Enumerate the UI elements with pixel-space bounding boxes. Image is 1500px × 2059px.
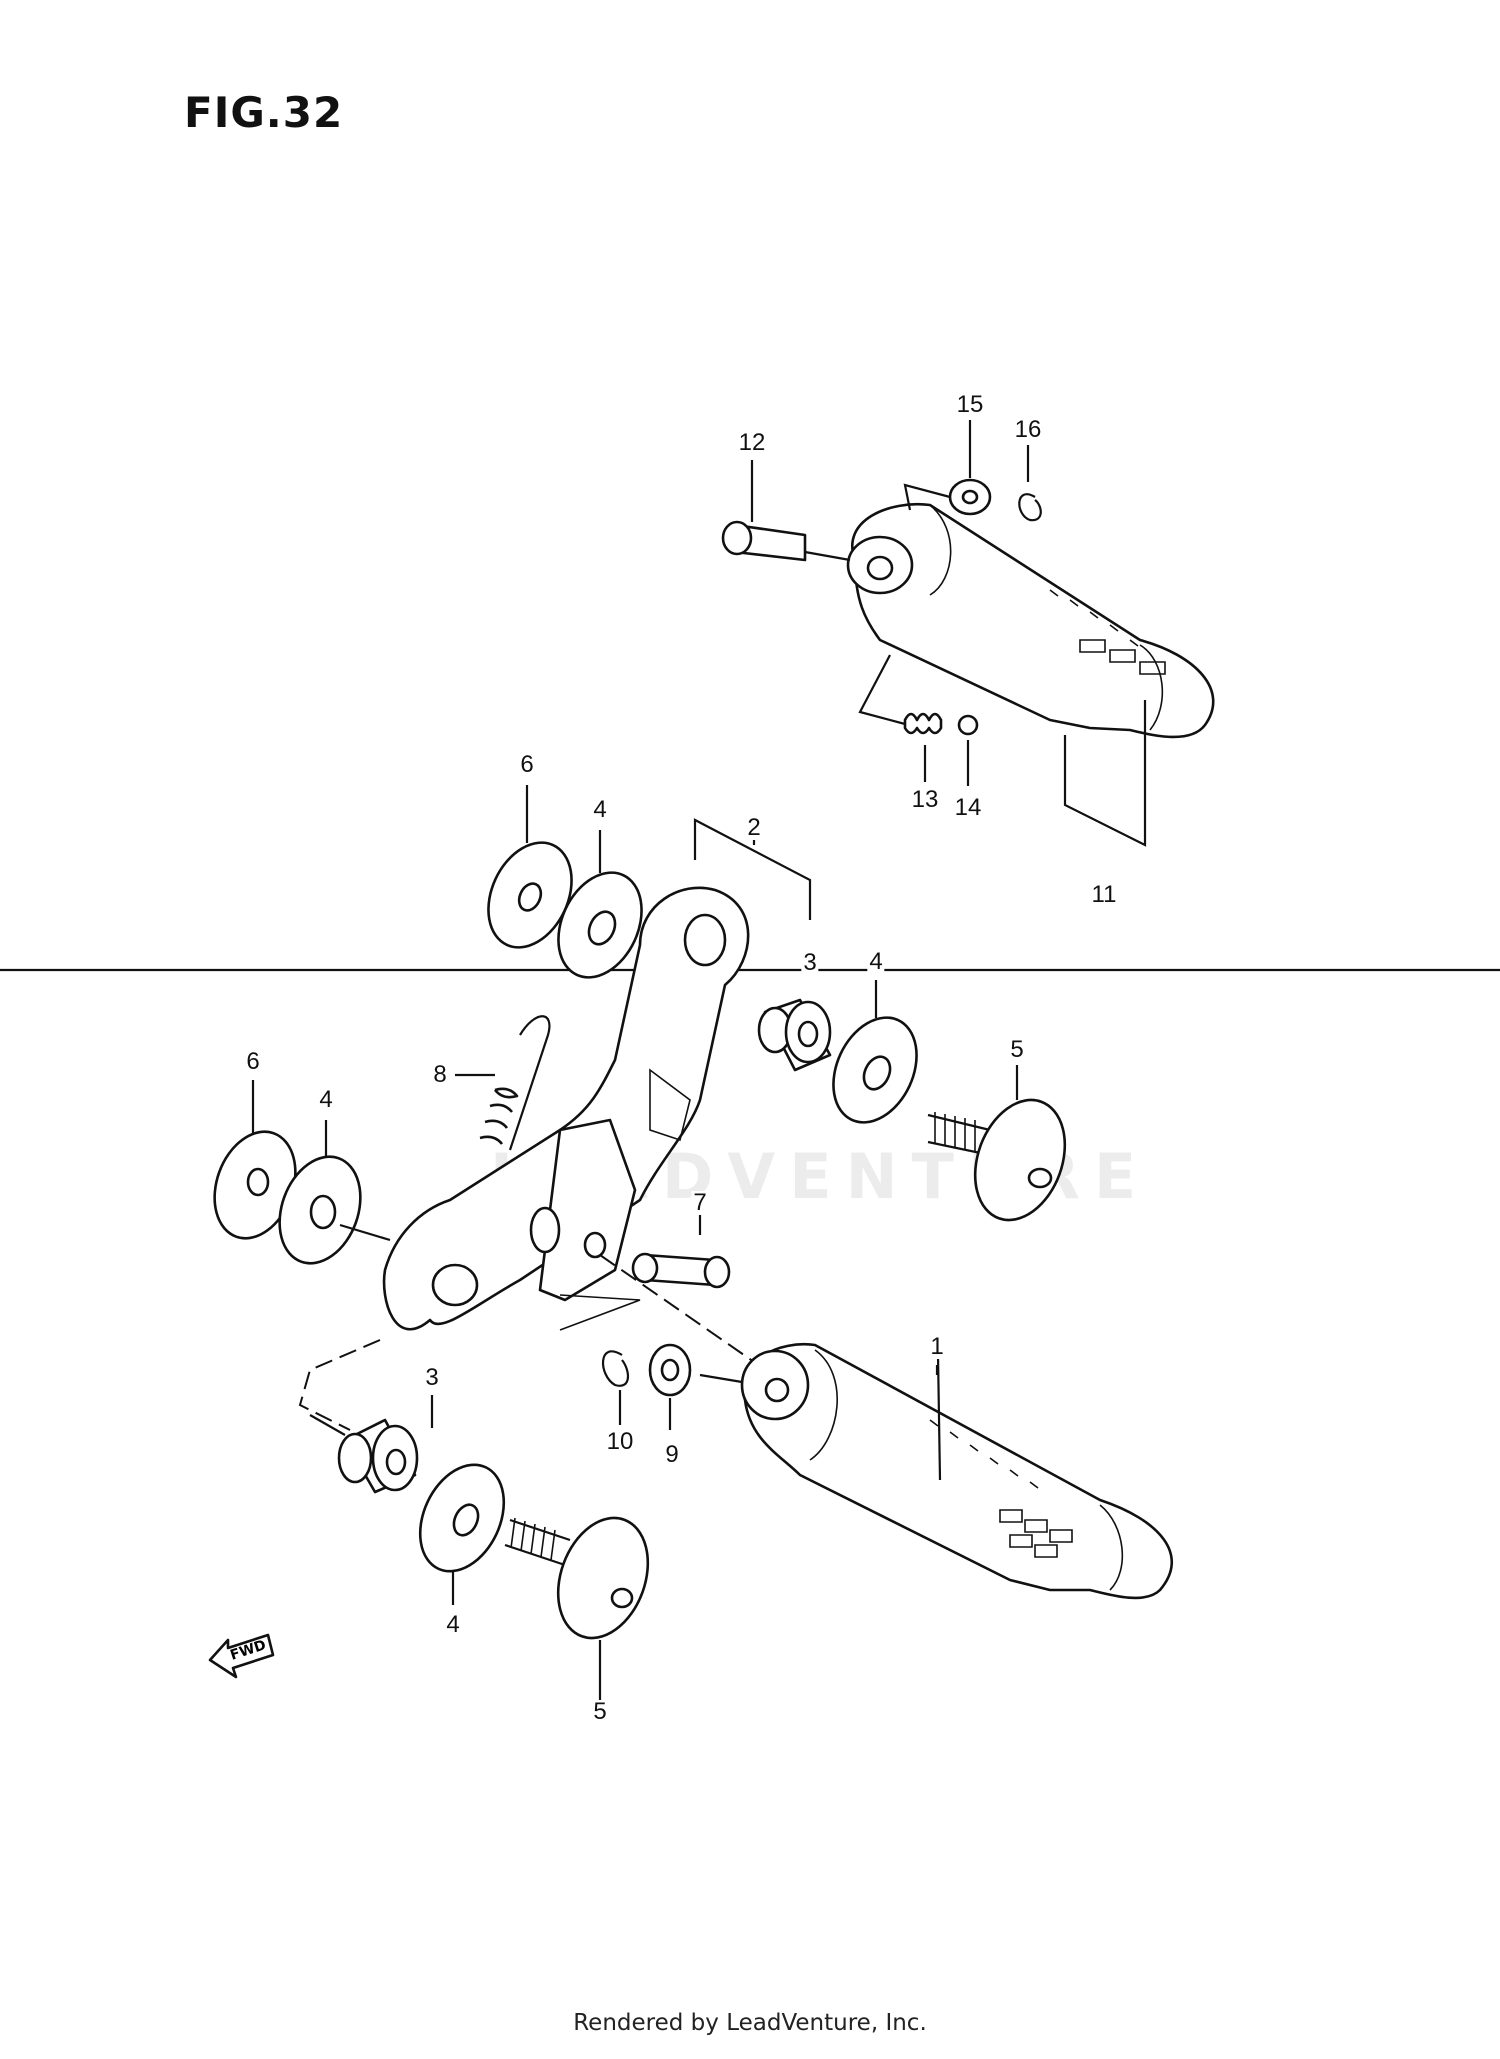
callout-11: 11 xyxy=(1089,881,1119,908)
callout-bracket-2 xyxy=(693,818,812,920)
callout-1: 1 xyxy=(928,1333,946,1360)
callout-4-left: 4 xyxy=(317,1086,335,1113)
bushing-3-bottom xyxy=(337,1418,419,1494)
footpeg-lower-grip-marks xyxy=(929,1419,1073,1558)
assembly-dash-left xyxy=(298,1339,381,1431)
washer-4-top xyxy=(557,871,643,979)
callout-6-left: 6 xyxy=(244,1048,262,1075)
assembly-dash-line xyxy=(599,1254,781,1381)
callout-bracket-11 xyxy=(1063,700,1147,847)
lower-footpeg-assembly xyxy=(213,818,1173,1640)
callout-6-top: 6 xyxy=(518,751,536,778)
footpeg-upper-grip-marks xyxy=(1049,589,1166,675)
washer-4-left xyxy=(278,1155,391,1265)
callout-3-bottom: 3 xyxy=(423,1364,441,1391)
footer-credit: Rendered by LeadVenture, Inc. xyxy=(573,2010,927,2036)
clip-16 xyxy=(1018,493,1042,522)
callout-13: 13 xyxy=(909,786,941,813)
callout-5-bottom: 5 xyxy=(591,1698,609,1725)
callout-4-top: 4 xyxy=(591,796,609,823)
footpeg-bracket-2 xyxy=(382,886,750,1331)
washer-4-bottom xyxy=(418,1463,506,1573)
callout-8: 8 xyxy=(431,1061,449,1088)
upper-footpeg-assembly xyxy=(721,478,1215,847)
washer-15 xyxy=(903,478,992,516)
callout-5-right: 5 xyxy=(1008,1036,1026,1063)
washer-6-left xyxy=(213,1130,297,1240)
callout-3-top: 3 xyxy=(801,949,819,976)
fwd-arrow: FWD xyxy=(208,1633,275,1679)
footpeg-lower xyxy=(742,1342,1173,1600)
clip-10 xyxy=(602,1350,629,1387)
ball-14 xyxy=(957,714,979,736)
callout-4-right: 4 xyxy=(867,948,885,975)
callout-10: 10 xyxy=(604,1428,636,1455)
washer-9 xyxy=(648,1343,692,1397)
bolt-5-right xyxy=(927,1098,1067,1222)
callout-12: 12 xyxy=(736,429,768,456)
spring-8 xyxy=(455,1015,551,1151)
callout-leaders xyxy=(251,420,1030,1700)
footpeg-upper xyxy=(851,502,1215,739)
detent-spring-13 xyxy=(858,654,943,735)
callout-2: 2 xyxy=(745,814,763,841)
callout-14: 14 xyxy=(952,794,984,821)
bolt-5-bottom xyxy=(504,1516,650,1640)
washer-4-right xyxy=(832,1016,918,1124)
callout-4-bottom: 4 xyxy=(444,1611,462,1638)
pin-12 xyxy=(721,520,851,562)
callout-16: 16 xyxy=(1012,416,1044,443)
callout-7: 7 xyxy=(691,1189,709,1216)
callout-15: 15 xyxy=(954,391,986,418)
bushing-3-top xyxy=(757,998,832,1072)
figure-title: FIG.32 xyxy=(184,88,344,137)
pin-7 xyxy=(631,1200,731,1289)
callout-9: 9 xyxy=(663,1441,681,1468)
